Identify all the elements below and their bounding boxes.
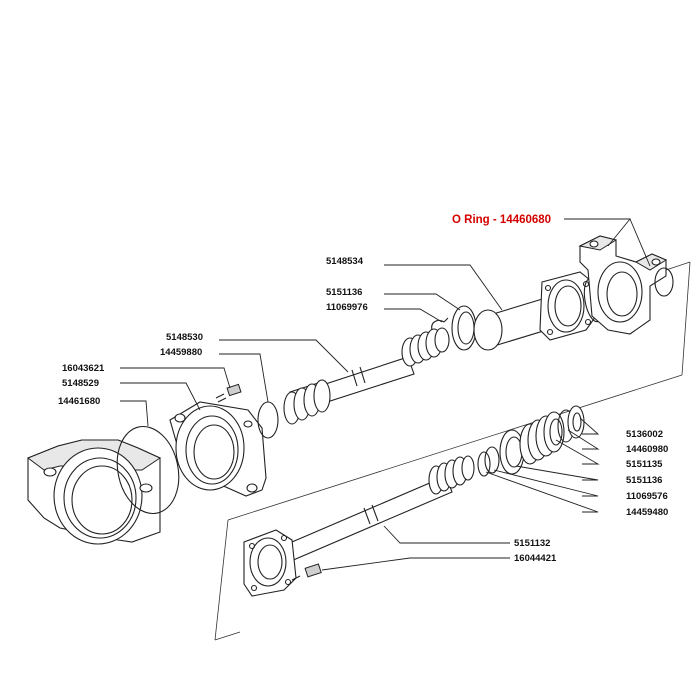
flange-5148529 [169, 401, 267, 497]
label-16043621: 16043621 [62, 363, 105, 374]
ring-5151136-top [451, 305, 477, 351]
ring-5136002 [567, 405, 585, 439]
label-5151132: 5151132 [514, 538, 550, 549]
label-16044421: 16044421 [514, 553, 557, 564]
label-5151136-bottom: 5151136 [626, 475, 662, 486]
label-14459880: 14459880 [160, 347, 202, 358]
right-bearing-bracket [578, 235, 668, 335]
lower-ring-stack [477, 405, 585, 477]
o-ring-far-right [654, 267, 674, 297]
label-5136002: 5136002 [626, 429, 663, 440]
o-ring-14459880 [257, 401, 279, 439]
label-5148530: 5148530 [166, 332, 203, 343]
label-14461680: 14461680 [58, 396, 100, 407]
label-11069976: 11069976 [326, 302, 368, 313]
label-11069576: 11069576 [626, 491, 668, 502]
label-5148534: 5148534 [326, 256, 364, 267]
ring-14459480 [477, 451, 491, 477]
ring-11069576 [484, 446, 500, 474]
left-bearing-bracket [26, 439, 162, 545]
label-5148529: 5148529 [62, 378, 99, 389]
explode-guide-lines [214, 261, 691, 641]
o-ring-14461680 [116, 425, 180, 515]
circlip-11069976-top [431, 317, 449, 331]
tube-5148534 [473, 271, 597, 351]
label-5151136-top: 5151136 [326, 287, 362, 298]
bolt-16044421 [291, 563, 322, 581]
label-5151135: 5151135 [626, 459, 663, 470]
leader-lines [120, 218, 651, 571]
highlight-label: O Ring - 14460680 [452, 214, 551, 226]
label-14460980: 14460980 [626, 444, 668, 455]
part-labels: O Ring - 14460680 5148534 5151136 110699… [58, 214, 668, 564]
label-14459480: 14459480 [626, 507, 668, 518]
lower-shaft-5151132 [243, 455, 475, 597]
bolt-16043621 [215, 383, 242, 403]
upper-shaft-5148530 [283, 327, 450, 425]
